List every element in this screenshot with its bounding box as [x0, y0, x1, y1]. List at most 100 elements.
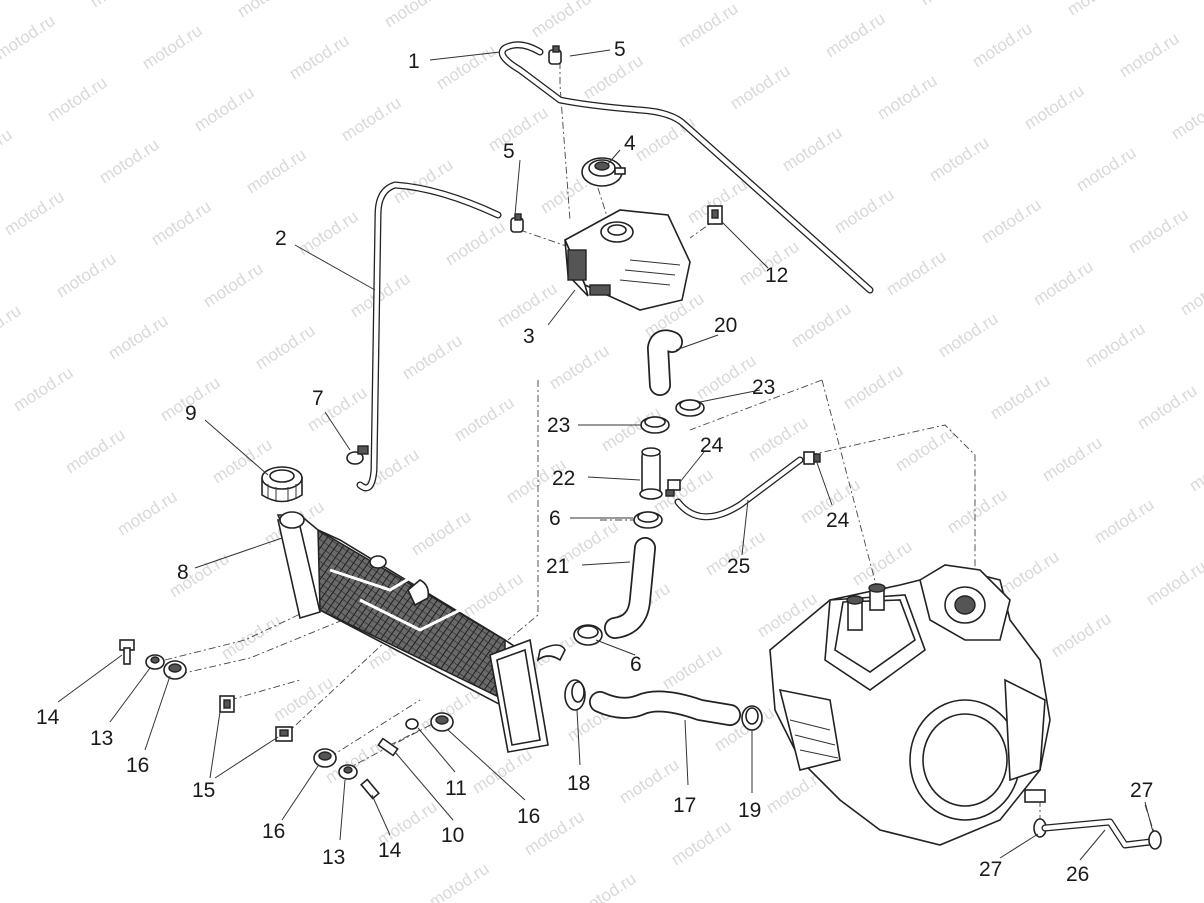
watermark-text: motod.ru: [1091, 495, 1158, 547]
watermark-text: motod.ru: [1177, 267, 1204, 319]
callout-5: 5: [614, 38, 626, 61]
callout-16: 16: [262, 820, 285, 843]
watermark-text: motod.ru: [892, 423, 959, 475]
callout-24: 24: [700, 434, 724, 457]
radiator-8: [276, 511, 566, 753]
watermark-text: motod.ru: [1116, 29, 1183, 81]
pipe-22: [639, 447, 663, 500]
callout-22: 22: [552, 467, 575, 490]
watermark-text: motod.ru: [381, 0, 448, 31]
clamp-27: [1148, 830, 1162, 850]
bushing-13: [145, 654, 165, 670]
watermark-text: motod.ru: [1021, 81, 1088, 133]
callout-16: 16: [517, 805, 540, 828]
callout-25: 25: [727, 555, 750, 578]
hose-clamp-5: [510, 213, 524, 233]
watermark-text: motod.ru: [840, 361, 907, 413]
watermark-text: motod.ru: [442, 217, 509, 269]
watermark-text: motod.ru: [675, 0, 742, 51]
watermark-text: motod.ru: [10, 363, 77, 415]
watermark-text: motod.ru: [849, 537, 916, 589]
callout-23: 23: [547, 414, 570, 437]
watermark-text: motod.ru: [295, 207, 362, 259]
watermark-text: motod.ru: [1048, 609, 1115, 661]
callout-15: 15: [192, 779, 215, 802]
callout-10: 10: [441, 824, 464, 847]
callout-3: 3: [523, 325, 535, 348]
callout-27: 27: [1130, 779, 1153, 802]
watermark-text: motod.ru: [96, 135, 163, 187]
callout-16: 16: [126, 754, 149, 777]
watermark-text: motod.ru: [338, 93, 405, 145]
hose-clamp-23: [675, 399, 705, 417]
callout-26: 26: [1066, 863, 1089, 886]
watermark-text: motod.ru: [0, 301, 24, 353]
bypass-hose-25: [674, 456, 804, 521]
watermark-text: motod.ru: [218, 611, 285, 663]
bushing-13: [338, 764, 358, 780]
watermark-text: motod.ru: [105, 311, 172, 363]
grommet-16: [163, 660, 187, 680]
callout-14: 14: [378, 839, 402, 862]
clamp-6: [573, 624, 603, 646]
watermark-text: motod.ru: [693, 351, 760, 403]
watermark-text: motod.ru: [1168, 91, 1204, 143]
watermark-text: motod.ru: [62, 425, 129, 477]
grommet-16: [313, 748, 337, 768]
drain-hose-26: [1041, 818, 1154, 849]
watermark-text: motod.ru: [779, 123, 846, 175]
watermark-text: motod.ru: [494, 279, 561, 331]
watermark-text: motod.ru: [831, 185, 898, 237]
clip-nut-15: [219, 695, 235, 713]
watermark-text: motod.ru: [668, 817, 735, 869]
callout-6: 6: [549, 507, 561, 530]
small-clamp-24: [665, 479, 681, 497]
callout-labels: 1 5 5 4 2 12 3 20 23 23 7 9 24 24 22 6 6…: [36, 38, 1153, 886]
callout-6: 6: [630, 653, 642, 676]
watermark-text: motod.ru: [469, 745, 536, 797]
watermark-text: motod.ru: [573, 869, 640, 903]
watermark-text: motod.ru: [1125, 205, 1192, 257]
watermark-text: motod.ru: [114, 487, 181, 539]
watermark-text: motod.ru: [632, 113, 699, 165]
engine-assembly: [769, 564, 1051, 846]
hose-clamp-5: [548, 45, 562, 65]
callout-17: 17: [673, 794, 696, 817]
watermark-text: motod.ru: [53, 249, 120, 301]
watermark-text: motod.ru: [252, 321, 319, 373]
callout-5: 5: [503, 140, 515, 163]
watermark-text: motod.ru: [917, 0, 984, 9]
watermark-text: motod.ru: [87, 0, 154, 11]
watermark-text: motod.ru: [286, 31, 353, 83]
callout-23: 23: [752, 376, 775, 399]
callout-19: 19: [738, 799, 761, 822]
callout-18: 18: [567, 772, 590, 795]
watermark-text: motod.ru: [727, 61, 794, 113]
watermark-text: motod.ru: [399, 331, 466, 383]
watermark-text: motod.ru: [659, 641, 726, 693]
watermark-text: motod.ru: [1143, 557, 1204, 609]
watermark-text: motod.ru: [978, 195, 1045, 247]
callout-1: 1: [408, 50, 420, 73]
watermark-text: motod.ru: [788, 299, 855, 351]
watermark-text: motod.ru: [460, 569, 527, 621]
watermark-text: motod.ru: [270, 673, 337, 725]
bolt-14: [119, 639, 135, 665]
elbow-hose-21: [604, 537, 656, 639]
hose-clamp-7: [346, 445, 369, 465]
watermark-text: motod.ru: [200, 259, 267, 311]
washer-11: [405, 718, 419, 730]
watermark-text: motod.ru: [0, 0, 6, 1]
callout-13: 13: [90, 727, 113, 750]
watermark-text: motod.ru: [191, 83, 258, 135]
filler-cap-9: [261, 466, 303, 503]
watermark-text: motod.ru: [528, 0, 595, 41]
watermark-text: motod.ru: [1073, 143, 1140, 195]
watermark-text: motod.ru: [1082, 319, 1149, 371]
watermark-text: motod.ru: [451, 393, 518, 445]
elbow-hose-20: [647, 329, 683, 396]
clamp-18: [564, 679, 586, 711]
watermark-text: motod.ru: [1134, 381, 1201, 433]
watermark-text: motod.ru: [0, 125, 15, 177]
watermark-text: motod.ru: [996, 547, 1063, 599]
